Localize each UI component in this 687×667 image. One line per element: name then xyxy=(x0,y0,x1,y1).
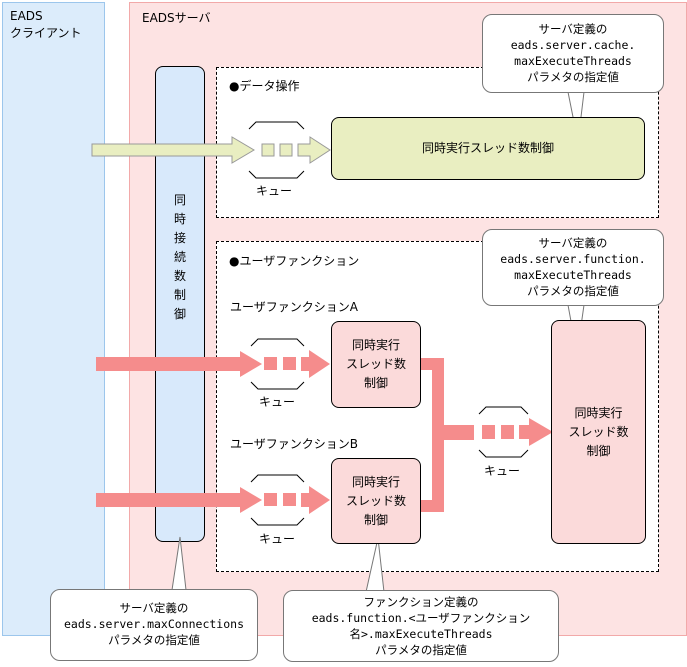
function-b-thread-box: 同時実行 スレッド数 制御 xyxy=(331,458,421,544)
callout-line: ファンクション定義の xyxy=(363,595,479,609)
box-line: スレッド数 xyxy=(345,357,406,371)
conn-char: 接 xyxy=(173,231,186,245)
queue-label-a: キュー xyxy=(259,395,296,409)
function-b-label: ユーザファンクションB xyxy=(230,437,358,451)
box-line: 同時実行 xyxy=(351,474,400,489)
queue-slot xyxy=(261,143,275,157)
connection-control-text: 同 時 接 続 数 制 御 xyxy=(156,191,204,324)
box-line: 制御 xyxy=(363,512,388,527)
callout-line: サーバ定義の xyxy=(538,236,608,250)
callout-cache: サーバ定義の eads.server.cache. maxExecuteThre… xyxy=(482,14,664,93)
data-operation-heading: ●データ操作 xyxy=(229,79,300,93)
callout-pointer-function-def xyxy=(365,537,385,593)
callout-line: サーバ定義の xyxy=(119,601,189,615)
box-line: スレッド数 xyxy=(345,493,406,508)
queue-bracket-top xyxy=(250,338,305,347)
red-arrow-out-a xyxy=(301,350,330,378)
client-title-line1: EADS xyxy=(10,9,43,23)
queue-label-b: キュー xyxy=(259,532,296,546)
callout-connections: サーバ定義の eads.server.maxConnections パラメタの指… xyxy=(50,589,258,661)
queue-slot xyxy=(279,143,293,157)
queue-bracket-top xyxy=(478,406,529,415)
callout-line: maxExecuteThreads xyxy=(514,268,632,282)
callout-function: サーバ定義の eads.server.function. maxExecuteT… xyxy=(482,229,664,306)
box-line: 同時実行 xyxy=(351,338,400,352)
conn-char: 時 xyxy=(173,212,186,226)
green-arrow-in xyxy=(91,136,255,164)
shared-thread-box: 同時実行 スレッド数 制御 xyxy=(551,320,646,544)
red-arrow-in-a xyxy=(96,351,262,377)
red-arrow-out-b xyxy=(301,486,330,514)
callout-line: パラメタの指定値 xyxy=(527,70,619,84)
box-line: スレッド数 xyxy=(568,424,629,439)
callout-line: パラメタの指定値 xyxy=(375,643,467,657)
queue-bracket-bottom xyxy=(250,381,305,390)
queue-label-shared: キュー xyxy=(484,464,521,478)
data-thread-control-box: 同時実行スレッド数制御 xyxy=(331,117,645,180)
queue-bracket-top xyxy=(248,121,305,130)
callout-function-def: ファンクション定義の eads.function.<ユーザファンクション 名>.… xyxy=(283,590,559,662)
client-panel xyxy=(2,2,105,636)
queue-bracket-top xyxy=(250,474,305,483)
callout-line: eads.server.function. xyxy=(500,252,646,266)
queue-slot xyxy=(501,425,514,439)
conn-char: 続 xyxy=(173,250,186,264)
callout-line: eads.function.<ユーザファンクション xyxy=(311,611,531,625)
callout-line: maxExecuteThreads xyxy=(514,54,632,68)
callout-line: eads.server.maxConnections xyxy=(63,617,244,631)
function-a-label: ユーザファンクションA xyxy=(230,300,358,314)
queue-slot xyxy=(264,357,277,370)
merge-connector xyxy=(421,358,474,512)
box-line: 制御 xyxy=(586,443,611,458)
queue-label-data: キュー xyxy=(256,184,293,198)
callout-line: パラメタの指定値 xyxy=(527,284,619,298)
function-a-thread-box: 同時実行 スレッド数 制御 xyxy=(331,321,421,408)
queue-bracket-bottom xyxy=(250,517,305,526)
queue-slot xyxy=(283,357,296,370)
client-title-line2: クライアント xyxy=(10,26,82,40)
green-arrow-out xyxy=(297,136,331,164)
client-title: EADS クライアント xyxy=(10,8,82,42)
box-line: 同時実行 xyxy=(574,405,623,420)
callout-line: eads.server.cache. xyxy=(510,38,636,52)
red-arrow-out-shared xyxy=(519,418,553,446)
queue-bracket-bottom xyxy=(248,170,305,179)
conn-char: 御 xyxy=(173,307,186,321)
queue-bracket-bottom xyxy=(478,449,529,458)
server-title: EADSサーバ xyxy=(142,11,211,25)
conn-char: 制 xyxy=(173,288,186,302)
queue-slot xyxy=(264,493,277,506)
conn-char: 数 xyxy=(173,269,186,283)
callout-line: パラメタの指定値 xyxy=(108,633,200,647)
box-line: 制御 xyxy=(363,376,388,390)
callout-line: 名>.maxExecuteThreads xyxy=(349,627,493,641)
user-function-heading: ●ユーザファンクション xyxy=(229,254,360,268)
callout-line: サーバ定義の xyxy=(538,22,608,36)
callout-pointer-connections xyxy=(171,536,187,591)
queue-slot xyxy=(482,425,495,439)
queue-slot xyxy=(283,493,296,506)
conn-char: 同 xyxy=(173,193,186,207)
red-arrow-in-b xyxy=(96,487,262,513)
data-thread-control-text: 同時実行スレッド数制御 xyxy=(421,141,554,155)
